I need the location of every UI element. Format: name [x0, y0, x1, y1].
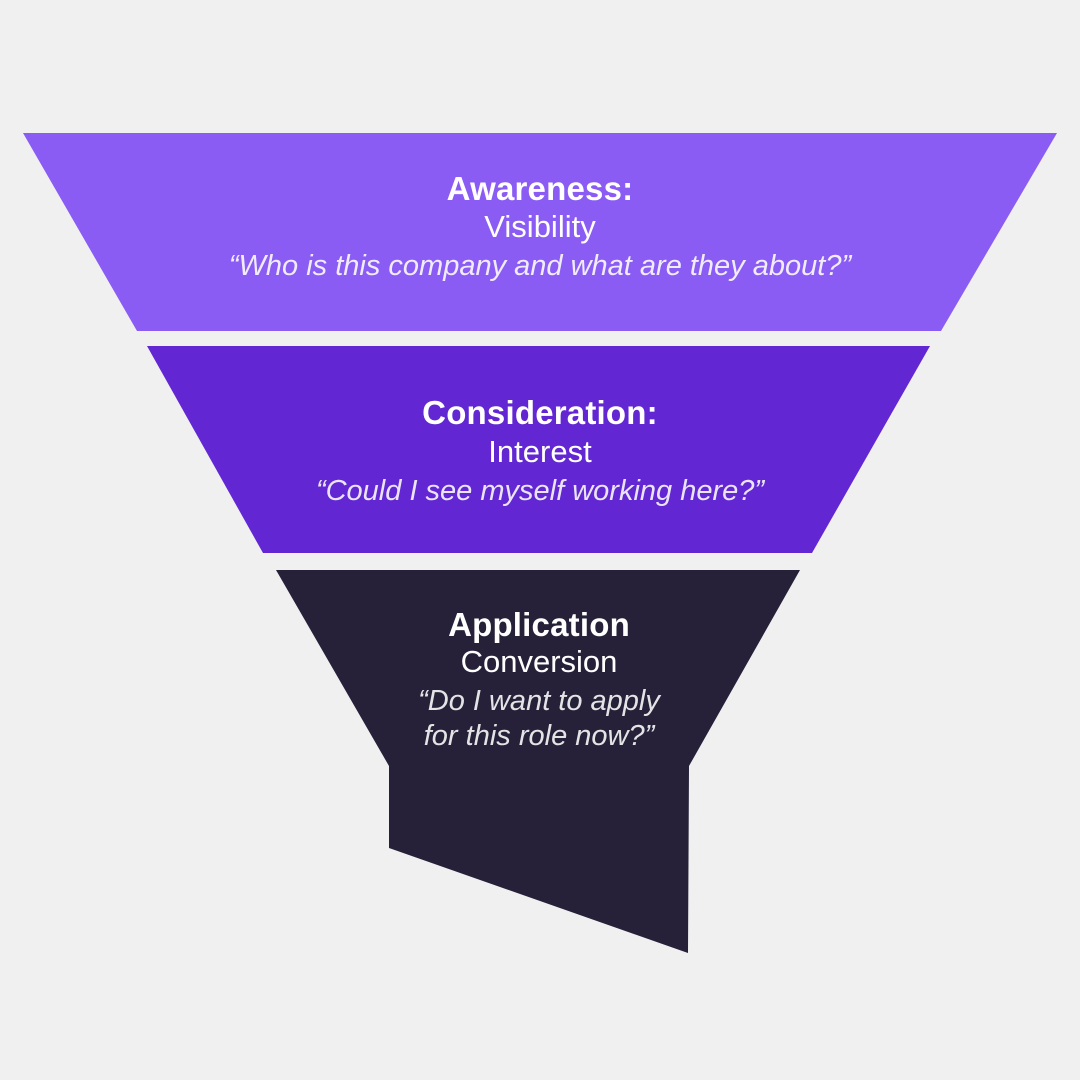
tier-application-subtitle: Conversion: [461, 644, 618, 679]
tier-consideration-subtitle: Interest: [488, 434, 592, 469]
tier-awareness-shape: [23, 133, 1057, 331]
tier-application: Application Conversion “Do I want to app…: [276, 570, 800, 953]
tier-application-title: Application: [448, 606, 630, 643]
tier-application-quote-line1: “Do I want to apply: [418, 685, 661, 717]
tier-application-quote-line2: for this role now?”: [424, 720, 656, 752]
tier-awareness-title: Awareness:: [447, 170, 634, 207]
tier-consideration-quote: “Could I see myself working here?”: [316, 475, 765, 507]
tier-awareness: Awareness: Visibility “Who is this compa…: [23, 133, 1057, 331]
tier-consideration-shape: [147, 346, 930, 553]
tier-application-shape: [276, 570, 800, 953]
tier-awareness-subtitle: Visibility: [484, 209, 596, 244]
tier-consideration-title: Consideration:: [422, 394, 658, 431]
tier-awareness-quote: “Who is this company and what are they a…: [229, 250, 853, 282]
tier-consideration: Consideration: Interest “Could I see mys…: [147, 346, 930, 553]
